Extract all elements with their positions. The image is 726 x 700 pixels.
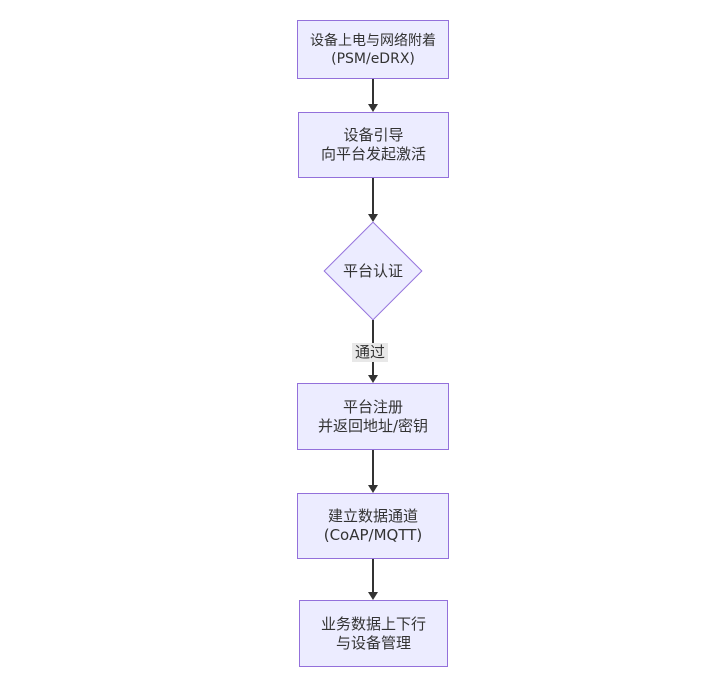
edge-line	[372, 559, 374, 592]
node-label-line: 设备上电与网络附着	[310, 32, 436, 49]
arrowhead-down-icon	[368, 592, 378, 600]
node-label-line: 平台注册	[342, 397, 403, 416]
arrowhead-down-icon	[368, 214, 378, 222]
node-label-line: 建立数据通道	[327, 507, 418, 525]
node-label-line: 向平台发起激活	[320, 145, 426, 163]
node-label-line: (PSM/eDRX)	[331, 50, 415, 67]
edge-line	[372, 79, 374, 105]
node-label-line: 平台认证	[342, 262, 403, 280]
node-device-bootstrap: 设备引导 向平台发起激活	[298, 112, 449, 178]
node-business-data-mgmt: 业务数据上下行 与设备管理	[299, 600, 448, 667]
edge-line	[372, 450, 374, 485]
node-power-on-attach: 设备上电与网络附着 (PSM/eDRX)	[297, 20, 449, 79]
edge-label-pass: 通过	[352, 343, 389, 362]
node-label-line: 与设备管理	[335, 633, 411, 652]
arrowhead-down-icon	[368, 104, 378, 112]
node-label-line: 设备引导	[343, 126, 404, 144]
node-label-line: (CoAP/MQTT)	[323, 526, 423, 544]
node-label-line: 业务数据上下行	[320, 614, 426, 633]
arrowhead-down-icon	[368, 485, 378, 493]
node-platform-register: 平台注册 并返回地址/密钥	[297, 383, 449, 450]
edge-line	[372, 178, 374, 214]
node-label-line: 并返回地址/密钥	[317, 416, 429, 435]
arrowhead-down-icon	[368, 375, 378, 383]
node-data-channel: 建立数据通道 (CoAP/MQTT)	[297, 493, 449, 559]
